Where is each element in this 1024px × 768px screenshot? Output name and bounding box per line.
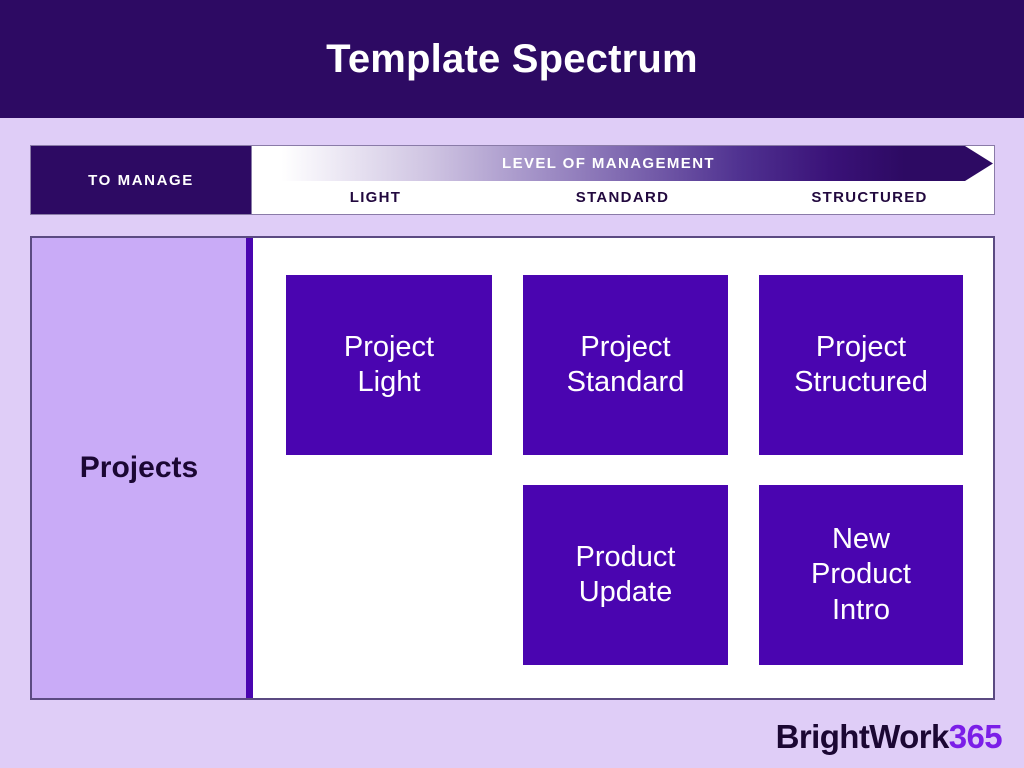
level-labels-row: LIGHT STANDARD STRUCTURED bbox=[252, 181, 993, 214]
tile-label: Project Light bbox=[344, 330, 434, 401]
title-bar: Template Spectrum bbox=[0, 0, 1024, 118]
tile-line-2: Product bbox=[811, 558, 911, 591]
gradient-arrow-icon bbox=[252, 146, 993, 181]
row-label-projects: Projects bbox=[32, 238, 246, 698]
tile-label: Project Structured bbox=[794, 330, 928, 401]
level-label-structured: STRUCTURED bbox=[811, 189, 928, 206]
tile-label: Product Update bbox=[576, 540, 676, 611]
page-title: Template Spectrum bbox=[326, 36, 698, 81]
tile-line-1: Product bbox=[575, 540, 676, 573]
tile-line-1: New bbox=[831, 522, 890, 555]
tile-project-structured[interactable]: Project Structured bbox=[759, 275, 963, 455]
matrix-body: Projects Project Light Project Standard … bbox=[30, 236, 995, 700]
level-label-light: LIGHT bbox=[349, 189, 402, 206]
brand-number: 365 bbox=[948, 718, 1003, 755]
tile-line-2: Update bbox=[578, 576, 673, 608]
tile-line-2: Standard bbox=[566, 366, 685, 398]
brand-word: BrightWork bbox=[775, 718, 950, 755]
to-manage-label: TO MANAGE bbox=[88, 171, 194, 189]
tile-label: Project Standard bbox=[567, 330, 685, 401]
template-tile-grid: Project Light Project Standard Project S… bbox=[253, 238, 993, 698]
row-label-text: Projects bbox=[79, 451, 199, 484]
tile-product-update[interactable]: Product Update bbox=[523, 485, 728, 665]
tile-line-1: Project bbox=[580, 330, 671, 363]
row-divider bbox=[246, 238, 253, 698]
tile-line-3: Intro bbox=[831, 593, 890, 626]
level-label-standard: STANDARD bbox=[575, 189, 670, 206]
tile-label: New Product Intro bbox=[811, 522, 911, 628]
tile-project-standard[interactable]: Project Standard bbox=[523, 275, 728, 455]
level-of-management-cell: LEVEL OF MANAGEMENT LIGHT STANDARD STRUC… bbox=[252, 145, 995, 215]
tile-line-1: Project bbox=[815, 330, 907, 363]
tile-project-light[interactable]: Project Light bbox=[286, 275, 492, 455]
to-manage-cell: TO MANAGE bbox=[30, 145, 252, 215]
tile-line-2: Light bbox=[357, 366, 421, 398]
tile-line-2: Structured bbox=[794, 366, 928, 398]
spectrum-header-row: TO MANAGE LEVEL OF MANAGEMENT LIGHT STAN… bbox=[30, 145, 995, 215]
tile-new-product-intro[interactable]: New Product Intro bbox=[759, 485, 963, 665]
tile-line-1: Project bbox=[343, 330, 435, 363]
level-of-management-label: LEVEL OF MANAGEMENT bbox=[502, 155, 715, 172]
